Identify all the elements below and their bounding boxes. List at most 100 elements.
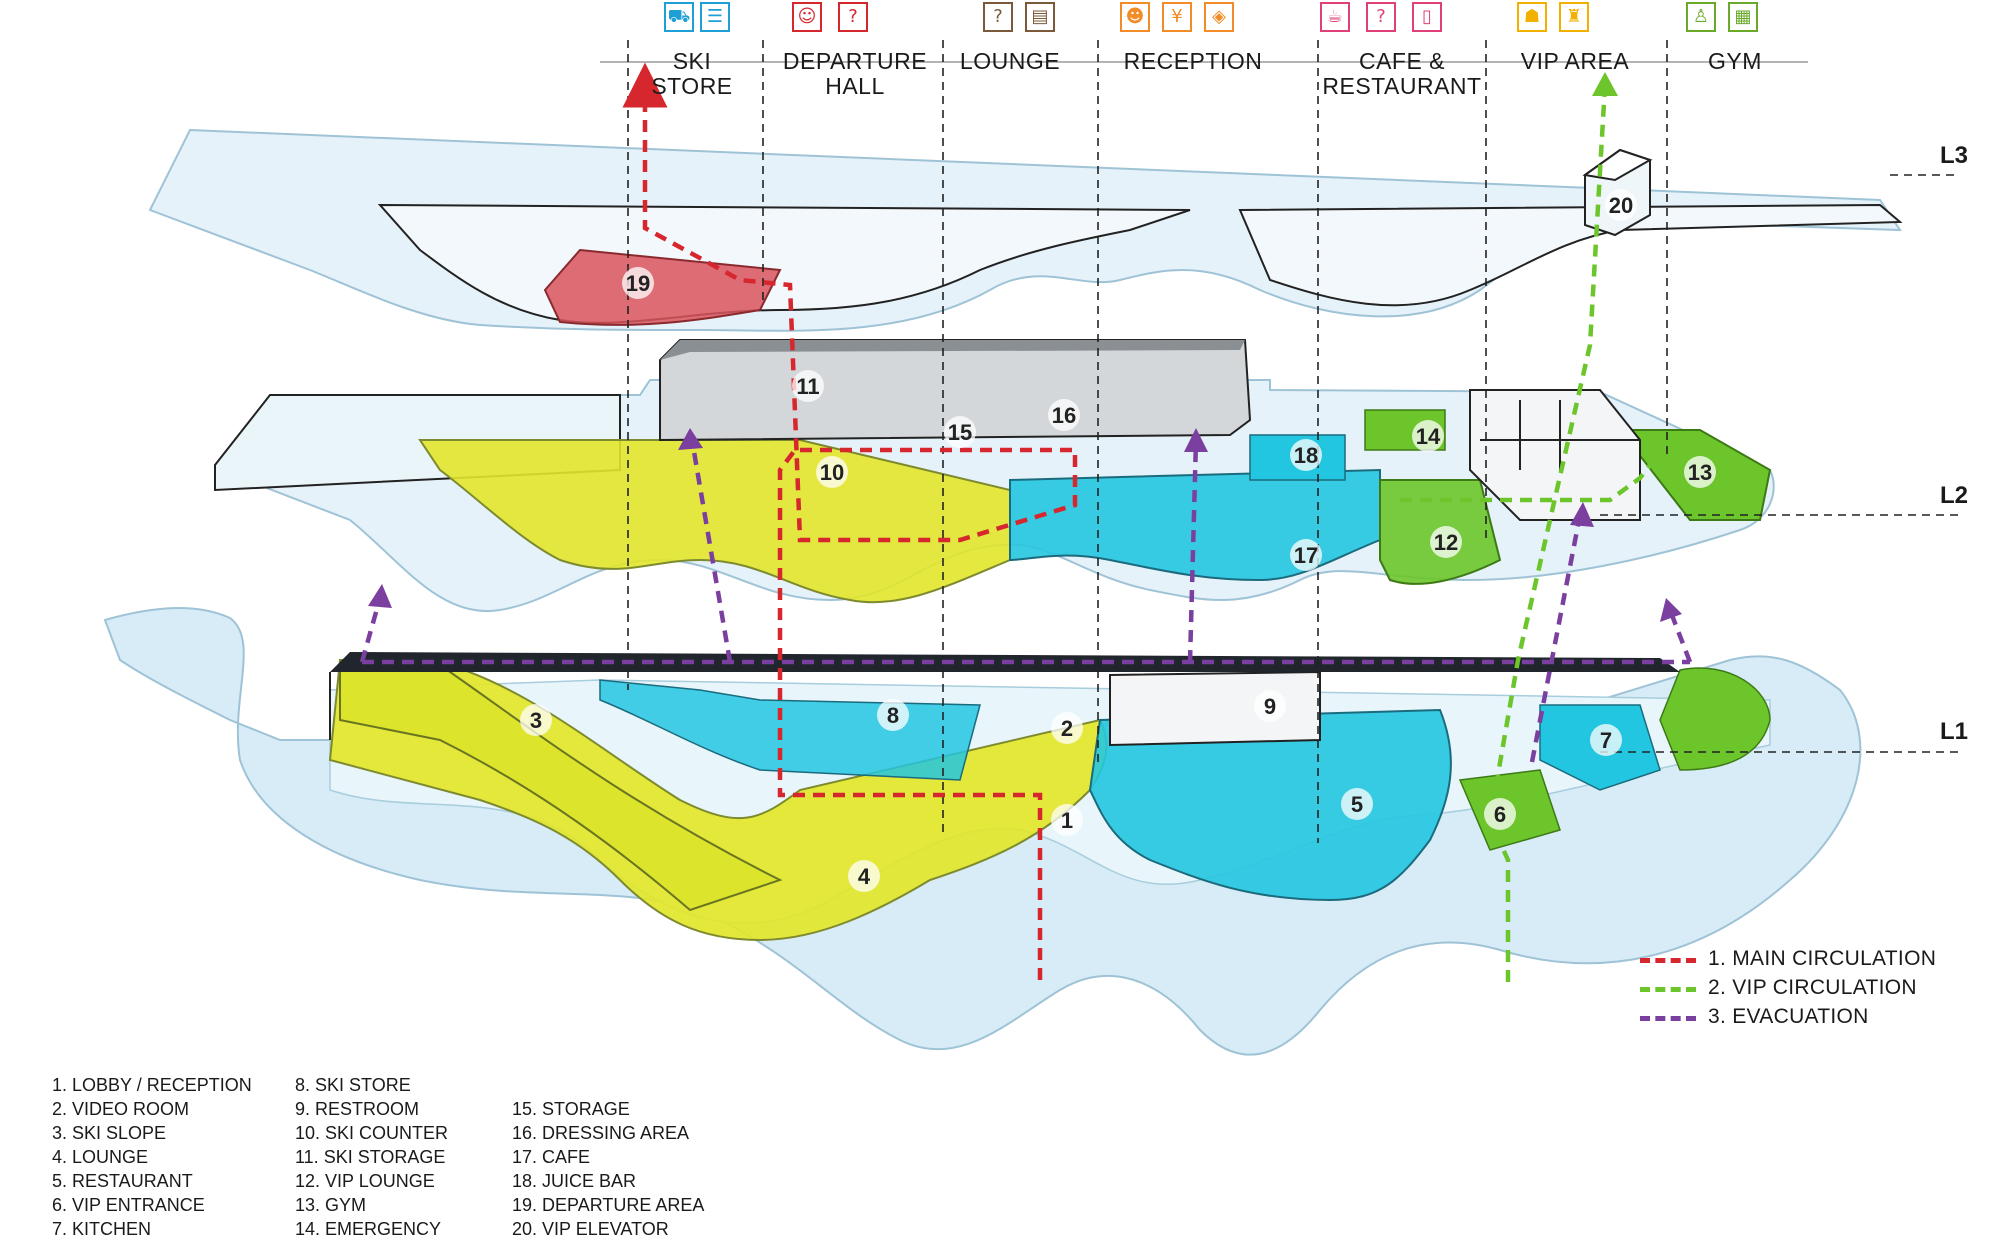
vip-circulation-route [1400, 84, 1660, 982]
room-number-badge [1290, 539, 1322, 571]
main-circulation-swatch [1640, 958, 1696, 963]
main-circulation-arrowhead [632, 72, 658, 96]
legend-vip-circulation: 2. VIP CIRCULATION [1708, 976, 1917, 999]
question-person-icon: ? [983, 2, 1013, 32]
room-number-badge [1254, 690, 1286, 722]
room-number-badge [520, 704, 552, 736]
level-3-slab [148, 128, 1903, 332]
key-item: 14. EMERGENCY [295, 1219, 442, 1239]
key-item: 2. VIDEO ROOM [52, 1099, 190, 1119]
key-item: 13. GYM [295, 1195, 367, 1215]
evacuation-arrowheads [368, 428, 1682, 622]
room-number-badge [848, 860, 880, 892]
level-label-l3: L3 [1940, 142, 1969, 169]
zone-label-reception: RECEPTION [1123, 48, 1263, 74]
bookshelf-icon: ▤ [1025, 2, 1055, 32]
key-item: 7. KITCHEN [52, 1219, 152, 1239]
room-number-8: 8 [887, 703, 899, 728]
key-item: 18. JUICE BAR [512, 1171, 637, 1191]
room-number-13: 13 [1688, 460, 1712, 485]
zone-label-departure-hall: DEPARTURE HALL [782, 48, 928, 99]
room-number-3: 3 [530, 708, 542, 733]
zone-label-cafe-restaurant: CAFE & RESTAURANT [1322, 48, 1482, 99]
room-number-badge [1684, 456, 1716, 488]
evacuation-route [359, 439, 1693, 763]
ticket-icon: ◈ [1204, 2, 1234, 32]
room-number-badge [877, 699, 909, 731]
treadmill-icon: ▦ [1728, 2, 1758, 32]
question-person-icon: ? [1366, 2, 1396, 32]
room-number-badge [622, 267, 654, 299]
room-number-17: 17 [1294, 543, 1318, 568]
cup-icon: ☕ [1320, 2, 1350, 32]
level-label-l2: L2 [1940, 482, 1969, 509]
zone-label-gym: GYM [1708, 48, 1762, 74]
room-number-10: 10 [820, 460, 844, 485]
cart-icon: ⛟ [664, 2, 694, 32]
room-number-badge [1051, 804, 1083, 836]
room-number-12: 12 [1434, 530, 1458, 555]
person-icon: ♙ [1686, 2, 1716, 32]
level-1-slab [103, 607, 1862, 1056]
zone-label-ski-store: SKI STORE [651, 48, 733, 99]
key-item: 8. SKI STORE [295, 1075, 411, 1095]
key-item: 4. LOUNGE [52, 1147, 149, 1167]
drink-icon: ▯ [1412, 2, 1442, 32]
room-number-14: 14 [1416, 424, 1441, 449]
key-item: 12. VIP LOUNGE [295, 1171, 435, 1191]
legend-main-circulation: 1. MAIN CIRCULATION [1708, 947, 1937, 970]
key-item: 5. RESTAURANT [52, 1171, 193, 1191]
vip-circulation-swatch [1640, 987, 1696, 992]
key-item: 19. DEPARTURE AREA [512, 1195, 705, 1215]
room-number-badge [1605, 189, 1637, 221]
room-number-badge [1590, 724, 1622, 756]
lounge-chair-icon: ♜ [1559, 2, 1589, 32]
room-number-badge [1048, 399, 1080, 431]
key-item: 17. CAFE [512, 1147, 591, 1167]
vip-desk-icon: ☗ [1517, 2, 1547, 32]
level-label-l1: L1 [1940, 718, 1969, 745]
room-number-18: 18 [1294, 443, 1318, 468]
zone-label-lounge: LOUNGE [959, 48, 1061, 74]
key-item: 6. VIP ENTRANCE [52, 1195, 205, 1215]
room-number-11: 11 [796, 374, 819, 399]
key-item: 20. VIP ELEVATOR [512, 1219, 669, 1239]
main-circulation-route [622, 62, 1078, 980]
key-item: 1. LOBBY / RECEPTION [52, 1075, 252, 1095]
room-number-19: 19 [626, 271, 650, 296]
evacuation-swatch [1640, 1016, 1696, 1021]
room-number-1: 1 [1061, 808, 1073, 833]
shelves-icon: ☰ [700, 2, 730, 32]
room-number-badge [1051, 712, 1083, 744]
room-number-20: 20 [1609, 193, 1633, 218]
room-number-badge [1430, 526, 1462, 558]
room-number-2: 2 [1061, 716, 1073, 741]
room-number-4: 4 [858, 864, 871, 889]
people-desk-icon: ☻ [1120, 2, 1150, 32]
key-item: 10. SKI COUNTER [295, 1123, 449, 1143]
key-item: 15. STORAGE [512, 1099, 630, 1119]
room-number-15: 15 [948, 420, 972, 445]
room-number-6: 6 [1494, 802, 1506, 827]
legend-evacuation: 3. EVACUATION [1708, 1005, 1869, 1028]
zone-leader-lines [600, 40, 1960, 843]
family-icon: ☺ [792, 2, 822, 32]
zone-label-vip-area: VIP AREA [1520, 48, 1630, 74]
room-number-16: 16 [1052, 403, 1076, 428]
room-number-7: 7 [1600, 728, 1612, 753]
question-person-icon: ? [838, 2, 868, 32]
room-number-badge [1290, 439, 1322, 471]
room-number-5: 5 [1351, 792, 1363, 817]
room-number-9: 9 [1264, 694, 1276, 719]
room-number-badge [1412, 420, 1444, 452]
key-item: 9. RESTROOM [295, 1099, 420, 1119]
room-number-badge [1484, 798, 1516, 830]
room-number-badge [816, 456, 848, 488]
room-number-badge [944, 416, 976, 448]
room-number-badge [1341, 788, 1373, 820]
key-item: 3. SKI SLOPE [52, 1123, 167, 1143]
room-number-badge [792, 370, 824, 402]
yen-icon: ¥ [1162, 2, 1192, 32]
